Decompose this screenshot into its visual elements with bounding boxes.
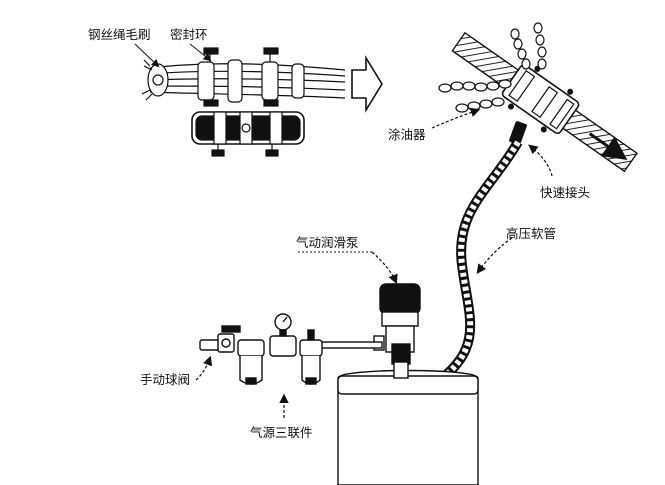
pneumatic-lube-pump bbox=[337, 283, 479, 485]
seal-leader bbox=[189, 43, 212, 62]
label-wire-rope-brush: 钢丝绳毛刷 bbox=[88, 27, 151, 42]
label-air-source-triplet: 气源三联件 bbox=[250, 425, 313, 440]
rope-direction-arrow-icon bbox=[588, 132, 628, 160]
wire-rope-brush-assembly bbox=[141, 47, 346, 157]
label-seal-ring: 密封环 bbox=[170, 27, 208, 42]
high-pressure-hose bbox=[420, 139, 523, 384]
pump-leader bbox=[371, 251, 398, 285]
quick-connector bbox=[509, 121, 527, 145]
oil-bead-chains bbox=[438, 22, 547, 113]
label-high-pressure-hose: 高压软管 bbox=[506, 226, 557, 241]
oiler-assembly bbox=[438, 22, 638, 173]
label-oiler: 涂油器 bbox=[388, 127, 426, 142]
air-source-triplet bbox=[237, 313, 323, 385]
manual-ball-valve bbox=[217, 325, 241, 353]
label-quick-connector: 快速接头 bbox=[540, 185, 591, 200]
brush-head bbox=[141, 59, 169, 101]
seal-ring-lower-shell bbox=[191, 111, 305, 157]
transition-arrow-icon bbox=[351, 55, 383, 113]
hose-leader bbox=[476, 237, 513, 274]
seal-ring-upper bbox=[197, 47, 305, 107]
ball-valve-leader bbox=[195, 355, 213, 381]
oiler-leader bbox=[431, 107, 481, 129]
label-manual-ball-valve: 手动球阀 bbox=[140, 372, 191, 387]
label-pneumatic-lube-pump: 气动润滑泵 bbox=[296, 235, 359, 250]
brush-leader bbox=[134, 43, 160, 68]
quick-connector-leader bbox=[528, 144, 553, 177]
